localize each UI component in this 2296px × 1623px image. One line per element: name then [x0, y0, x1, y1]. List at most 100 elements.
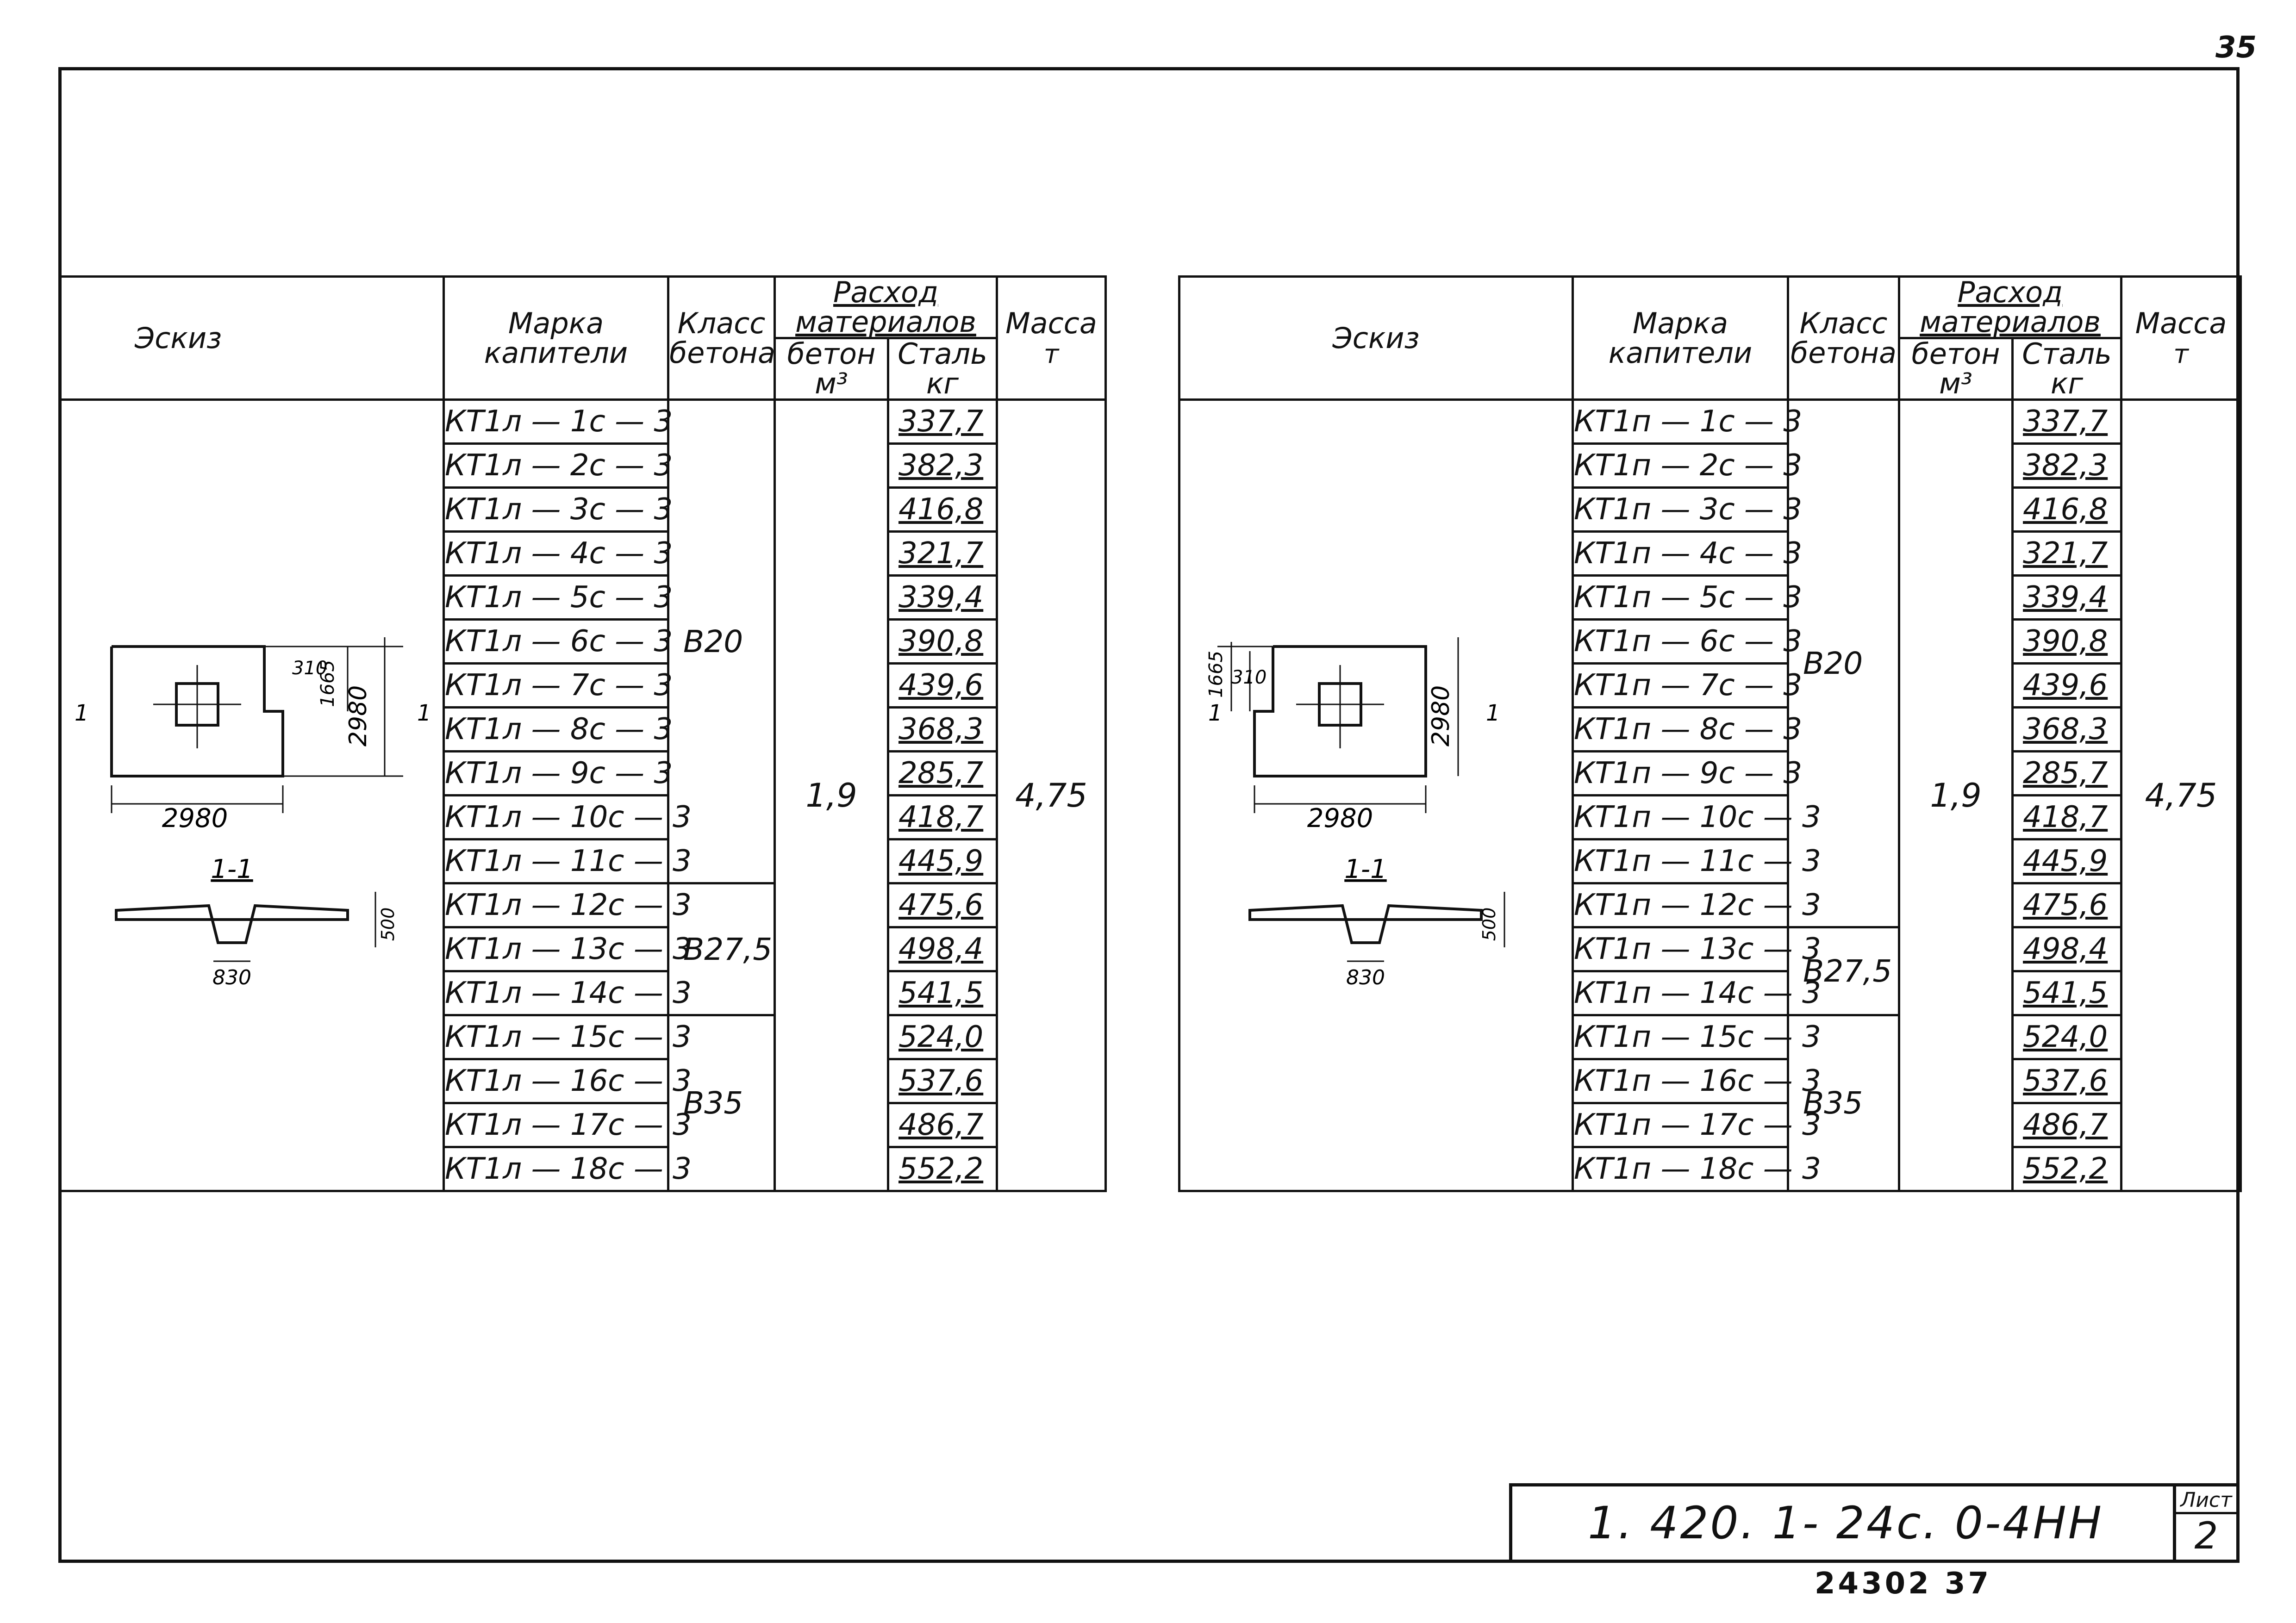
section-mark-left: 1 — [1208, 700, 1223, 726]
right-steel-cell: 416,8 — [2011, 486, 2122, 533]
section-name: 1-1 — [211, 854, 253, 884]
concrete-header: бетон — [787, 337, 876, 371]
plan-cut-height-label: 1665 — [1205, 651, 1227, 698]
sheet-label: Лист — [2176, 1488, 2236, 1514]
right-mark-cell: КТ1п — 15с — 3 — [1572, 1014, 1821, 1060]
archive-number: 24302 37 — [1815, 1567, 1991, 1601]
right-steel-cell: 285,7 — [2011, 750, 2122, 796]
right-steel-cell: 390,8 — [2011, 618, 2122, 665]
left-mark-cell: КТ1л — 10с — 3 — [443, 794, 692, 840]
right-concrete-volume: 1,9 — [1898, 398, 2014, 1192]
left-plan-sketch: 2980 2980 310 1665 1 1 1-1 500 830 — [75, 637, 431, 989]
plan-cut-depth-label: 310 — [292, 658, 327, 679]
left-mark-cell: КТ1л — 12с — 3 — [443, 882, 692, 928]
plan-width-label: 2980 — [1307, 803, 1373, 833]
left-steel-cell: 486,7 — [887, 1102, 998, 1148]
right-mark-cell: КТ1п — 14с — 3 — [1572, 970, 1821, 1016]
steel-header: Сталь — [2022, 337, 2112, 371]
left-steel-cell: 382,3 — [887, 442, 998, 489]
right-steel-cell: 537,6 — [2011, 1058, 2122, 1104]
left-steel-cell: 439,6 — [887, 662, 998, 709]
mass-header: Масса — [2135, 306, 2227, 340]
right-steel-cell: 321,7 — [2011, 530, 2122, 577]
right-steel-cell: 337,7 — [2011, 398, 2122, 445]
left-steel-cell: 498,4 — [887, 926, 998, 972]
right-mark-cell: КТ1п — 17с — 3 — [1572, 1102, 1821, 1148]
sketch-header: Эскиз — [135, 321, 222, 355]
page-number: 35 — [2215, 31, 2257, 65]
right-mark-cell: КТ1п — 8с — 3 — [1572, 706, 1802, 752]
mark-header: Марка капители — [1608, 306, 1753, 370]
left-steel-cell: 475,6 — [887, 882, 998, 928]
right-steel-cell: 339,4 — [2011, 574, 2122, 621]
left-class-b35: В35 — [667, 1014, 776, 1192]
plan-cut-height-label: 1665 — [317, 660, 338, 707]
right-mark-cell: КТ1п — 10с — 3 — [1572, 794, 1821, 840]
left-steel-cell: 337,7 — [887, 398, 998, 445]
right-steel-cell: 475,6 — [2011, 882, 2122, 928]
left-mark-cell: КТ1л — 6с — 3 — [443, 618, 673, 665]
right-steel-cell: 368,3 — [2011, 706, 2122, 752]
section-name: 1-1 — [1344, 854, 1386, 884]
left-mass: 4,75 — [996, 398, 1107, 1192]
mass-unit: т — [1043, 339, 1059, 369]
sketch-header: Эскиз — [1332, 321, 1420, 355]
right-steel-cell: 524,0 — [2011, 1014, 2122, 1060]
plan-height-label: 2980 — [344, 685, 372, 746]
left-mark-cell: КТ1л — 16с — 3 — [443, 1058, 692, 1104]
plan-cut-depth-label: 310 — [1231, 667, 1267, 688]
left-mark-cell: КТ1л — 8с — 3 — [443, 706, 673, 752]
right-mass: 4,75 — [2120, 398, 2242, 1192]
left-mark-cell: КТ1л — 2с — 3 — [443, 442, 673, 489]
right-mark-cell: КТ1п — 9с — 3 — [1572, 750, 1802, 796]
right-steel-cell: 498,4 — [2011, 926, 2122, 972]
left-steel-cell: 339,4 — [887, 574, 998, 621]
right-mark-cell: КТ1п — 12с — 3 — [1572, 882, 1821, 928]
mass-header: Масса — [1005, 306, 1097, 340]
right-steel-cell: 382,3 — [2011, 442, 2122, 489]
left-mark-cell: КТ1л — 14с — 3 — [443, 970, 692, 1016]
right-steel-cell: 439,6 — [2011, 662, 2122, 709]
left-steel-cell: 416,8 — [887, 486, 998, 533]
steel-unit: кг — [926, 367, 959, 400]
materials-header: Расход материалов — [795, 275, 976, 339]
class-header: Класс бетона — [669, 306, 775, 370]
right-mark-cell: КТ1п — 11с — 3 — [1572, 838, 1821, 884]
left-class-b20: В20 — [667, 398, 776, 884]
section-height-label: 500 — [378, 907, 398, 941]
right-steel-cell: 552,2 — [2011, 1146, 2122, 1192]
right-mark-cell: КТ1п — 3с — 3 — [1572, 486, 1802, 533]
right-sketch-cell: 2980 2980 310 1665 1 1 1-1 500 830 — [1178, 398, 1574, 1192]
right-steel-cell: 418,7 — [2011, 794, 2122, 840]
left-mark-cell: КТ1л — 1с — 3 — [443, 398, 673, 445]
section-base-label: 830 — [212, 966, 251, 989]
concrete-header: бетон — [1911, 337, 2000, 371]
right-spec-table: Эскиз Марка капители Класс бетона Расход… — [1178, 275, 2242, 1192]
steel-unit: кг — [2050, 367, 2084, 400]
right-mark-cell: КТ1п — 6с — 3 — [1572, 618, 1802, 665]
right-plan-sketch: 2980 2980 310 1665 1 1 1-1 500 830 — [1205, 637, 1505, 989]
right-steel-cell: 486,7 — [2011, 1102, 2122, 1148]
plan-width-label: 2980 — [162, 803, 228, 833]
left-class-b27: В27,5 — [667, 882, 776, 1016]
left-mark-cell: КТ1л — 4с — 3 — [443, 530, 673, 577]
mark-header: Марка капители — [484, 306, 628, 370]
right-mark-cell: КТ1п — 4с — 3 — [1572, 530, 1802, 577]
left-steel-cell: 285,7 — [887, 750, 998, 796]
left-mark-cell: КТ1л — 15с — 3 — [443, 1014, 692, 1060]
right-mark-cell: КТ1п — 13с — 3 — [1572, 926, 1821, 972]
right-steel-cell: 445,9 — [2011, 838, 2122, 884]
left-mark-cell: КТ1л — 18с — 3 — [443, 1146, 692, 1192]
section-mark-right: 1 — [417, 700, 431, 726]
left-steel-cell: 321,7 — [887, 530, 998, 577]
left-mark-cell: КТ1л — 7с — 3 — [443, 662, 673, 709]
right-mark-cell: КТ1п — 1с — 3 — [1572, 398, 1802, 445]
section-mark-right: 1 — [1486, 700, 1500, 726]
steel-header: Сталь — [898, 337, 987, 371]
right-class-b35: В35 — [1787, 1014, 1900, 1192]
right-mark-cell: КТ1п — 2с — 3 — [1572, 442, 1802, 489]
left-mark-cell: КТ1л — 9с — 3 — [443, 750, 673, 796]
concrete-unit: м³ — [815, 367, 848, 400]
class-header: Класс бетона — [1791, 306, 1897, 370]
sheet-number: 2 — [2194, 1514, 2218, 1557]
